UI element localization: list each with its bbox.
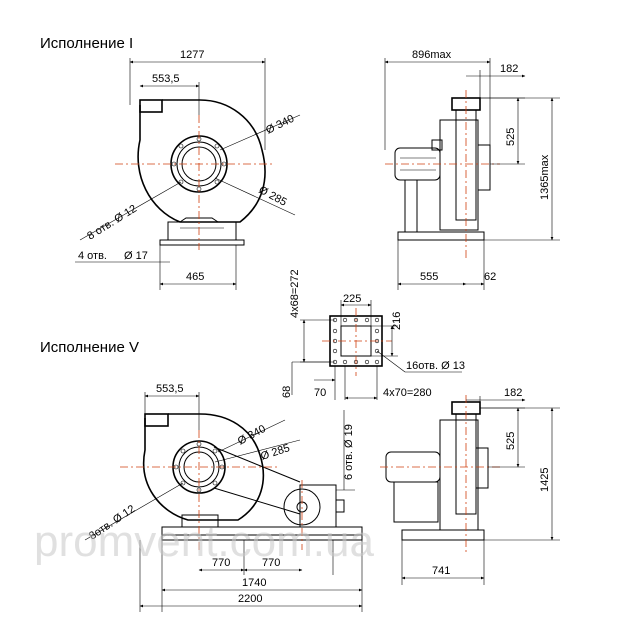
flange-dim-vert-pitch: 4x68=272 xyxy=(289,269,301,318)
v1-dim-holes-4-d: Ø 17 xyxy=(124,250,148,262)
v1-side-view: 896max 182 525 1365max 555 62 xyxy=(384,49,560,290)
v5-dim-span-a: 770 xyxy=(212,557,230,569)
v5-dim-inlet-offset: 553,5 xyxy=(156,383,184,395)
v1-dim-outlet-h: 525 xyxy=(505,128,517,146)
flange-dim-left-v: 68 xyxy=(281,386,293,398)
v1-dim-base-b: 62 xyxy=(484,271,496,283)
flange-dim-height: 216 xyxy=(391,312,403,330)
v5-dim-outlet: 182 xyxy=(504,387,522,399)
v5-dim-flange-d285: Ø 285 xyxy=(259,442,291,463)
v5-dim-span-b: 770 xyxy=(262,557,280,569)
v5-dim-outlet-h: 525 xyxy=(505,432,517,450)
v5-dim-total-len: 2200 xyxy=(238,593,262,605)
v1-dim-holes-4: 4 отв. xyxy=(78,250,107,262)
flange-dim-left-h: 70 xyxy=(314,387,326,399)
version-5-label: Исполнение V xyxy=(40,339,139,356)
v1-dim-flange-d340: Ø 340 xyxy=(264,113,296,137)
watermark: promvent.com.ua xyxy=(34,517,374,566)
v1-dim-base-a: 555 xyxy=(420,271,438,283)
v1-dim-inlet-offset: 553,5 xyxy=(152,73,180,85)
v1-dim-max-width: 896max xyxy=(412,49,452,61)
v5-front-view: 553,5 Ø 340 Ø 285 8отв. Ø 12 6 отв. Ø 19… xyxy=(84,383,363,612)
v1-dim-max-height: 1365max xyxy=(539,154,551,200)
v5-dim-base-width: 741 xyxy=(432,565,450,577)
flange-dim-holes: 16отв. Ø 13 xyxy=(406,360,465,372)
flange-dim-width: 225 xyxy=(343,293,361,305)
v1-dim-overall-width: 1277 xyxy=(180,49,204,61)
v5-side-view: 182 525 1425 741 xyxy=(380,387,560,585)
v5-dim-frame-len: 1740 xyxy=(242,577,266,589)
v5-dim-holes-6: 6 отв. Ø 19 xyxy=(343,424,355,480)
v1-front-view: 1277 553,5 Ø 340 Ø 285 8 отв. Ø 12 4 отв… xyxy=(75,49,301,290)
v1-dim-flange-d285: Ø 285 xyxy=(257,184,289,209)
flange-detail: 225 216 4x68=272 16отв. Ø 13 68 70 4x70=… xyxy=(281,269,465,400)
v1-dim-holes-8: 8 отв. Ø 12 xyxy=(85,203,139,243)
v1-dim-outlet: 182 xyxy=(500,63,518,75)
flange-dim-horiz-pitch: 4x70=280 xyxy=(383,387,432,399)
version-1-label: Исполнение I xyxy=(40,35,133,52)
v1-dim-base-width: 465 xyxy=(186,271,204,283)
v5-dim-height: 1425 xyxy=(539,468,551,492)
